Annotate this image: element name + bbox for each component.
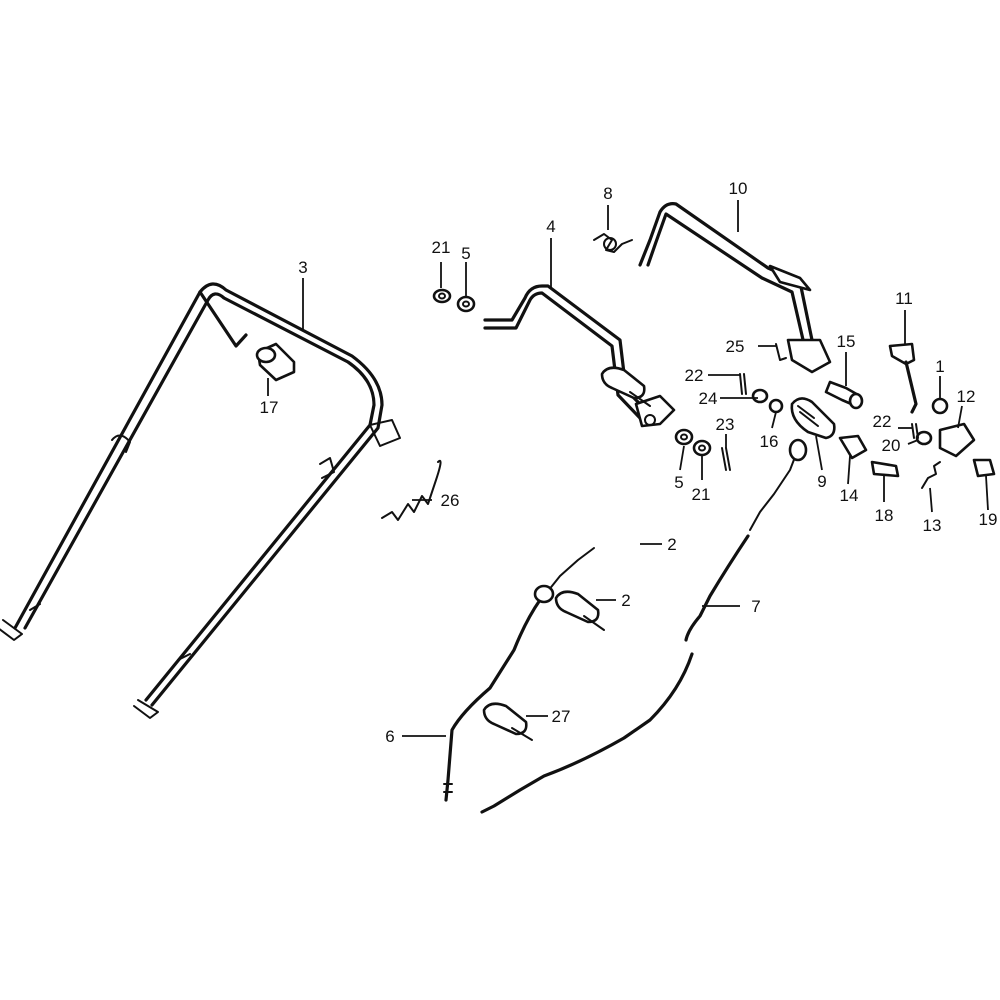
callout-15: 15: [837, 332, 856, 351]
upper-control-bar: [638, 202, 832, 374]
callout-2-upper: 2: [667, 535, 676, 554]
spacer-collar: [255, 342, 296, 382]
spring-clip: [593, 233, 633, 253]
washer-16: [768, 398, 784, 414]
callout-26: 26: [441, 491, 460, 510]
nut-upper: [456, 295, 476, 313]
nut-lower: [674, 428, 694, 446]
callout-21-upper: 21: [432, 238, 451, 257]
callout-18: 18: [875, 506, 894, 525]
callout-5-upper: 5: [461, 244, 470, 263]
callout-9: 9: [817, 472, 826, 491]
washer-24: [751, 388, 769, 404]
callout-21-lower: 21: [692, 485, 711, 504]
bolt-19: [972, 458, 996, 478]
cable-clip-lower: [554, 590, 605, 631]
lever-arm-11: [888, 342, 918, 414]
drive-cable: [480, 438, 808, 814]
callout-16: 16: [760, 432, 779, 451]
callout-12: 12: [957, 387, 976, 406]
bolt-15: [824, 380, 864, 410]
callout-22-right: 22: [873, 412, 892, 431]
cable-clip-27: [482, 702, 533, 741]
callout-6: 6: [385, 727, 394, 746]
callout-4: 4: [546, 217, 555, 236]
plate-12: [938, 422, 976, 458]
clutch-cable: [443, 547, 595, 802]
bracket-14: [838, 434, 868, 460]
callout-24: 24: [699, 389, 718, 408]
leader-lines: [267, 200, 989, 737]
spring-13: [921, 461, 941, 489]
tension-spring: [381, 459, 442, 521]
clip-25: [775, 343, 787, 361]
callout-23: 23: [716, 415, 735, 434]
pin-22-right: [911, 423, 919, 439]
callout-2-lower: 2: [621, 591, 630, 610]
callout-10: 10: [729, 179, 748, 198]
callout-27: 27: [552, 707, 571, 726]
callout-20: 20: [882, 436, 901, 455]
callout-7: 7: [751, 597, 760, 616]
callout-5-lower: 5: [674, 473, 683, 492]
washer-lower: [692, 439, 712, 457]
callout-11: 11: [895, 289, 913, 308]
callout-13: 13: [923, 516, 942, 535]
pin-23: [721, 447, 731, 471]
callout-3: 3: [298, 258, 307, 277]
cable-clip-upper: [600, 366, 651, 407]
callout-numbers: 3 17 26 4 8 10 21 5 25 15 22 24 16 23 5 …: [260, 179, 998, 746]
callout-19: 19: [979, 510, 998, 529]
bolt-1: [931, 397, 949, 415]
cotter-pin-left: [739, 373, 747, 395]
washer-upper: [432, 288, 452, 304]
control-lever: [483, 284, 676, 428]
cam-pulley: [790, 397, 836, 440]
callout-22-left: 22: [685, 366, 704, 385]
callout-8: 8: [603, 184, 612, 203]
lower-handle-frame: [0, 282, 401, 719]
washer-20: [915, 430, 933, 446]
callout-14: 14: [840, 486, 859, 505]
bolt-18: [870, 460, 900, 478]
callout-17: 17: [260, 398, 279, 417]
callout-25: 25: [726, 337, 745, 356]
callout-1: 1: [935, 357, 944, 376]
